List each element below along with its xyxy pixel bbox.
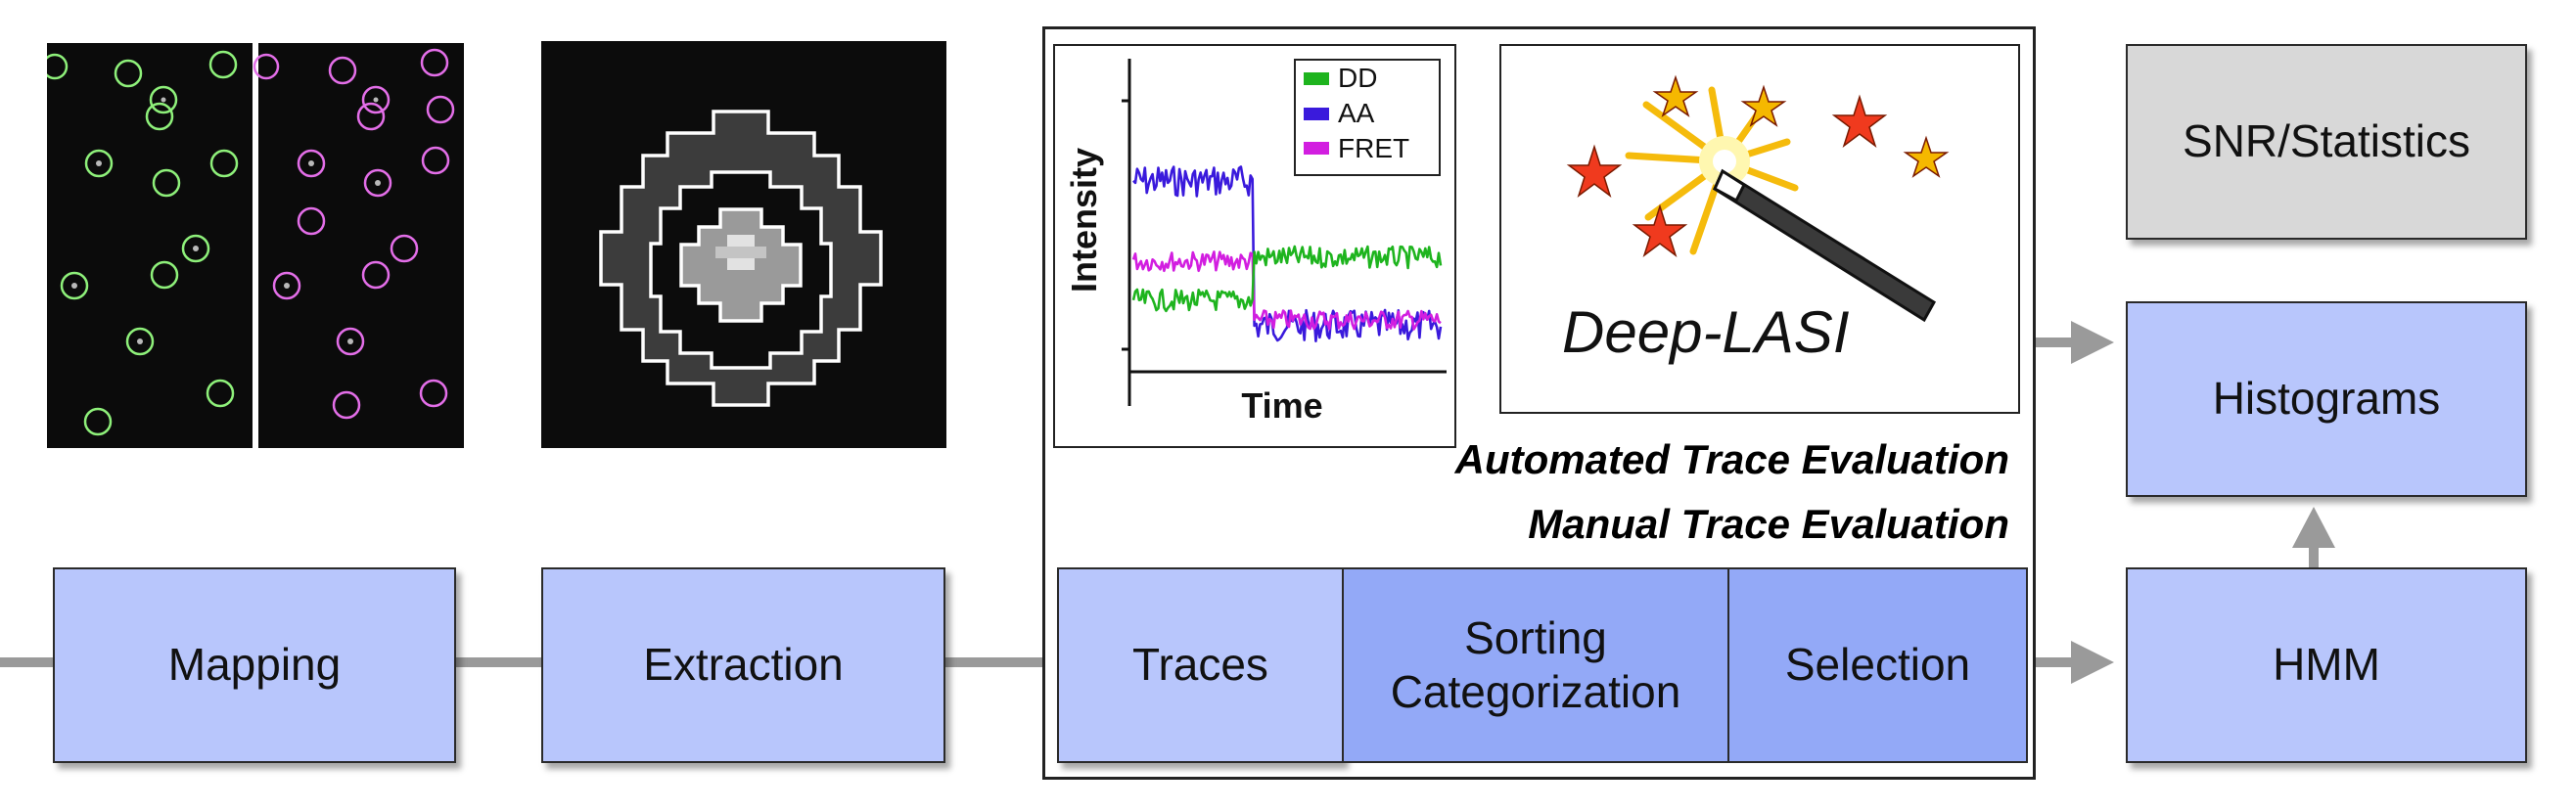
legend-label-fret: FRET bbox=[1338, 133, 1409, 163]
mapping-label: Mapping bbox=[167, 639, 342, 691]
sorting-categorization-box[interactable]: Sorting Categorization bbox=[1342, 567, 1729, 763]
microscopy-channels-image bbox=[47, 43, 464, 448]
arrow-head-to-histograms bbox=[2071, 321, 2114, 364]
star-icon bbox=[1652, 74, 1699, 117]
star-icons bbox=[1566, 74, 1950, 258]
extraction-box[interactable]: Extraction bbox=[541, 567, 945, 763]
acceptor-spots bbox=[253, 48, 455, 420]
extraction-label: Extraction bbox=[643, 639, 844, 691]
donor-channel-panel bbox=[47, 43, 253, 448]
legend-swatch-fret bbox=[1304, 142, 1329, 155]
categorization-label: Categorization bbox=[1390, 666, 1681, 717]
star-icon bbox=[1903, 135, 1950, 178]
inner-ring-outline bbox=[649, 170, 833, 370]
acceptor-bright-spots bbox=[284, 97, 381, 344]
mapping-box[interactable]: Mapping bbox=[53, 567, 456, 763]
plot-xlabel: Time bbox=[1241, 385, 1322, 426]
sorting-label: Sorting bbox=[1464, 611, 1607, 663]
legend-swatch-aa bbox=[1304, 108, 1329, 120]
donor-spots bbox=[47, 50, 239, 436]
deep-lasi-panel: Deep-LASI bbox=[1499, 44, 2020, 414]
trace-dd bbox=[1131, 245, 1443, 313]
trace-fret bbox=[1131, 250, 1442, 331]
legend-swatch-dd bbox=[1304, 72, 1329, 85]
intensity-trace-plot: Time Intensity DD AA FRET bbox=[1053, 44, 1456, 448]
plot-legend: DD AA FRET bbox=[1294, 59, 1441, 176]
arrow-head-up-to-histograms bbox=[2292, 507, 2335, 548]
histograms-box[interactable]: Histograms bbox=[2126, 301, 2527, 497]
deep-lasi-label: Deep-LASI bbox=[1562, 299, 1850, 365]
hmm-box[interactable]: HMM bbox=[2126, 567, 2527, 763]
arrow-head-to-hmm bbox=[2071, 641, 2114, 684]
plot-axes bbox=[1122, 59, 1447, 406]
selection-label: Selection bbox=[1784, 639, 1971, 691]
hmm-label: HMM bbox=[2273, 639, 2380, 691]
selection-box[interactable]: Selection bbox=[1727, 567, 2028, 763]
plot-ylabel: Intensity bbox=[1064, 148, 1104, 293]
evaluation-labels: Automated Trace Evaluation Manual Trace … bbox=[1331, 430, 2009, 558]
extraction-mask-image bbox=[541, 41, 946, 448]
traces-label: Traces bbox=[1132, 639, 1268, 691]
legend-label-aa: AA bbox=[1338, 98, 1375, 128]
histograms-label: Histograms bbox=[2212, 373, 2441, 425]
legend-label-dd: DD bbox=[1338, 63, 1377, 93]
outer-ring-outline bbox=[599, 110, 883, 407]
star-icon bbox=[1740, 84, 1787, 127]
magic-wand-illustration bbox=[1566, 74, 1950, 323]
star-icon bbox=[1566, 144, 1623, 199]
acceptor-channel-panel bbox=[258, 43, 464, 448]
wand-icon bbox=[1713, 168, 1937, 323]
donor-bright-spots bbox=[71, 97, 199, 344]
trace-aa bbox=[1132, 165, 1443, 342]
traces-box[interactable]: Traces bbox=[1057, 567, 1344, 763]
automated-evaluation-label: Automated Trace Evaluation bbox=[1454, 436, 2009, 482]
manual-evaluation-label: Manual Trace Evaluation bbox=[1528, 501, 2009, 547]
trace-lines bbox=[1131, 165, 1443, 342]
star-icon bbox=[1831, 94, 1888, 149]
star-icon bbox=[1632, 203, 1688, 258]
snr-statistics-label: SNR/Statistics bbox=[2183, 115, 2470, 167]
snr-statistics-box[interactable]: SNR/Statistics bbox=[2126, 44, 2527, 240]
